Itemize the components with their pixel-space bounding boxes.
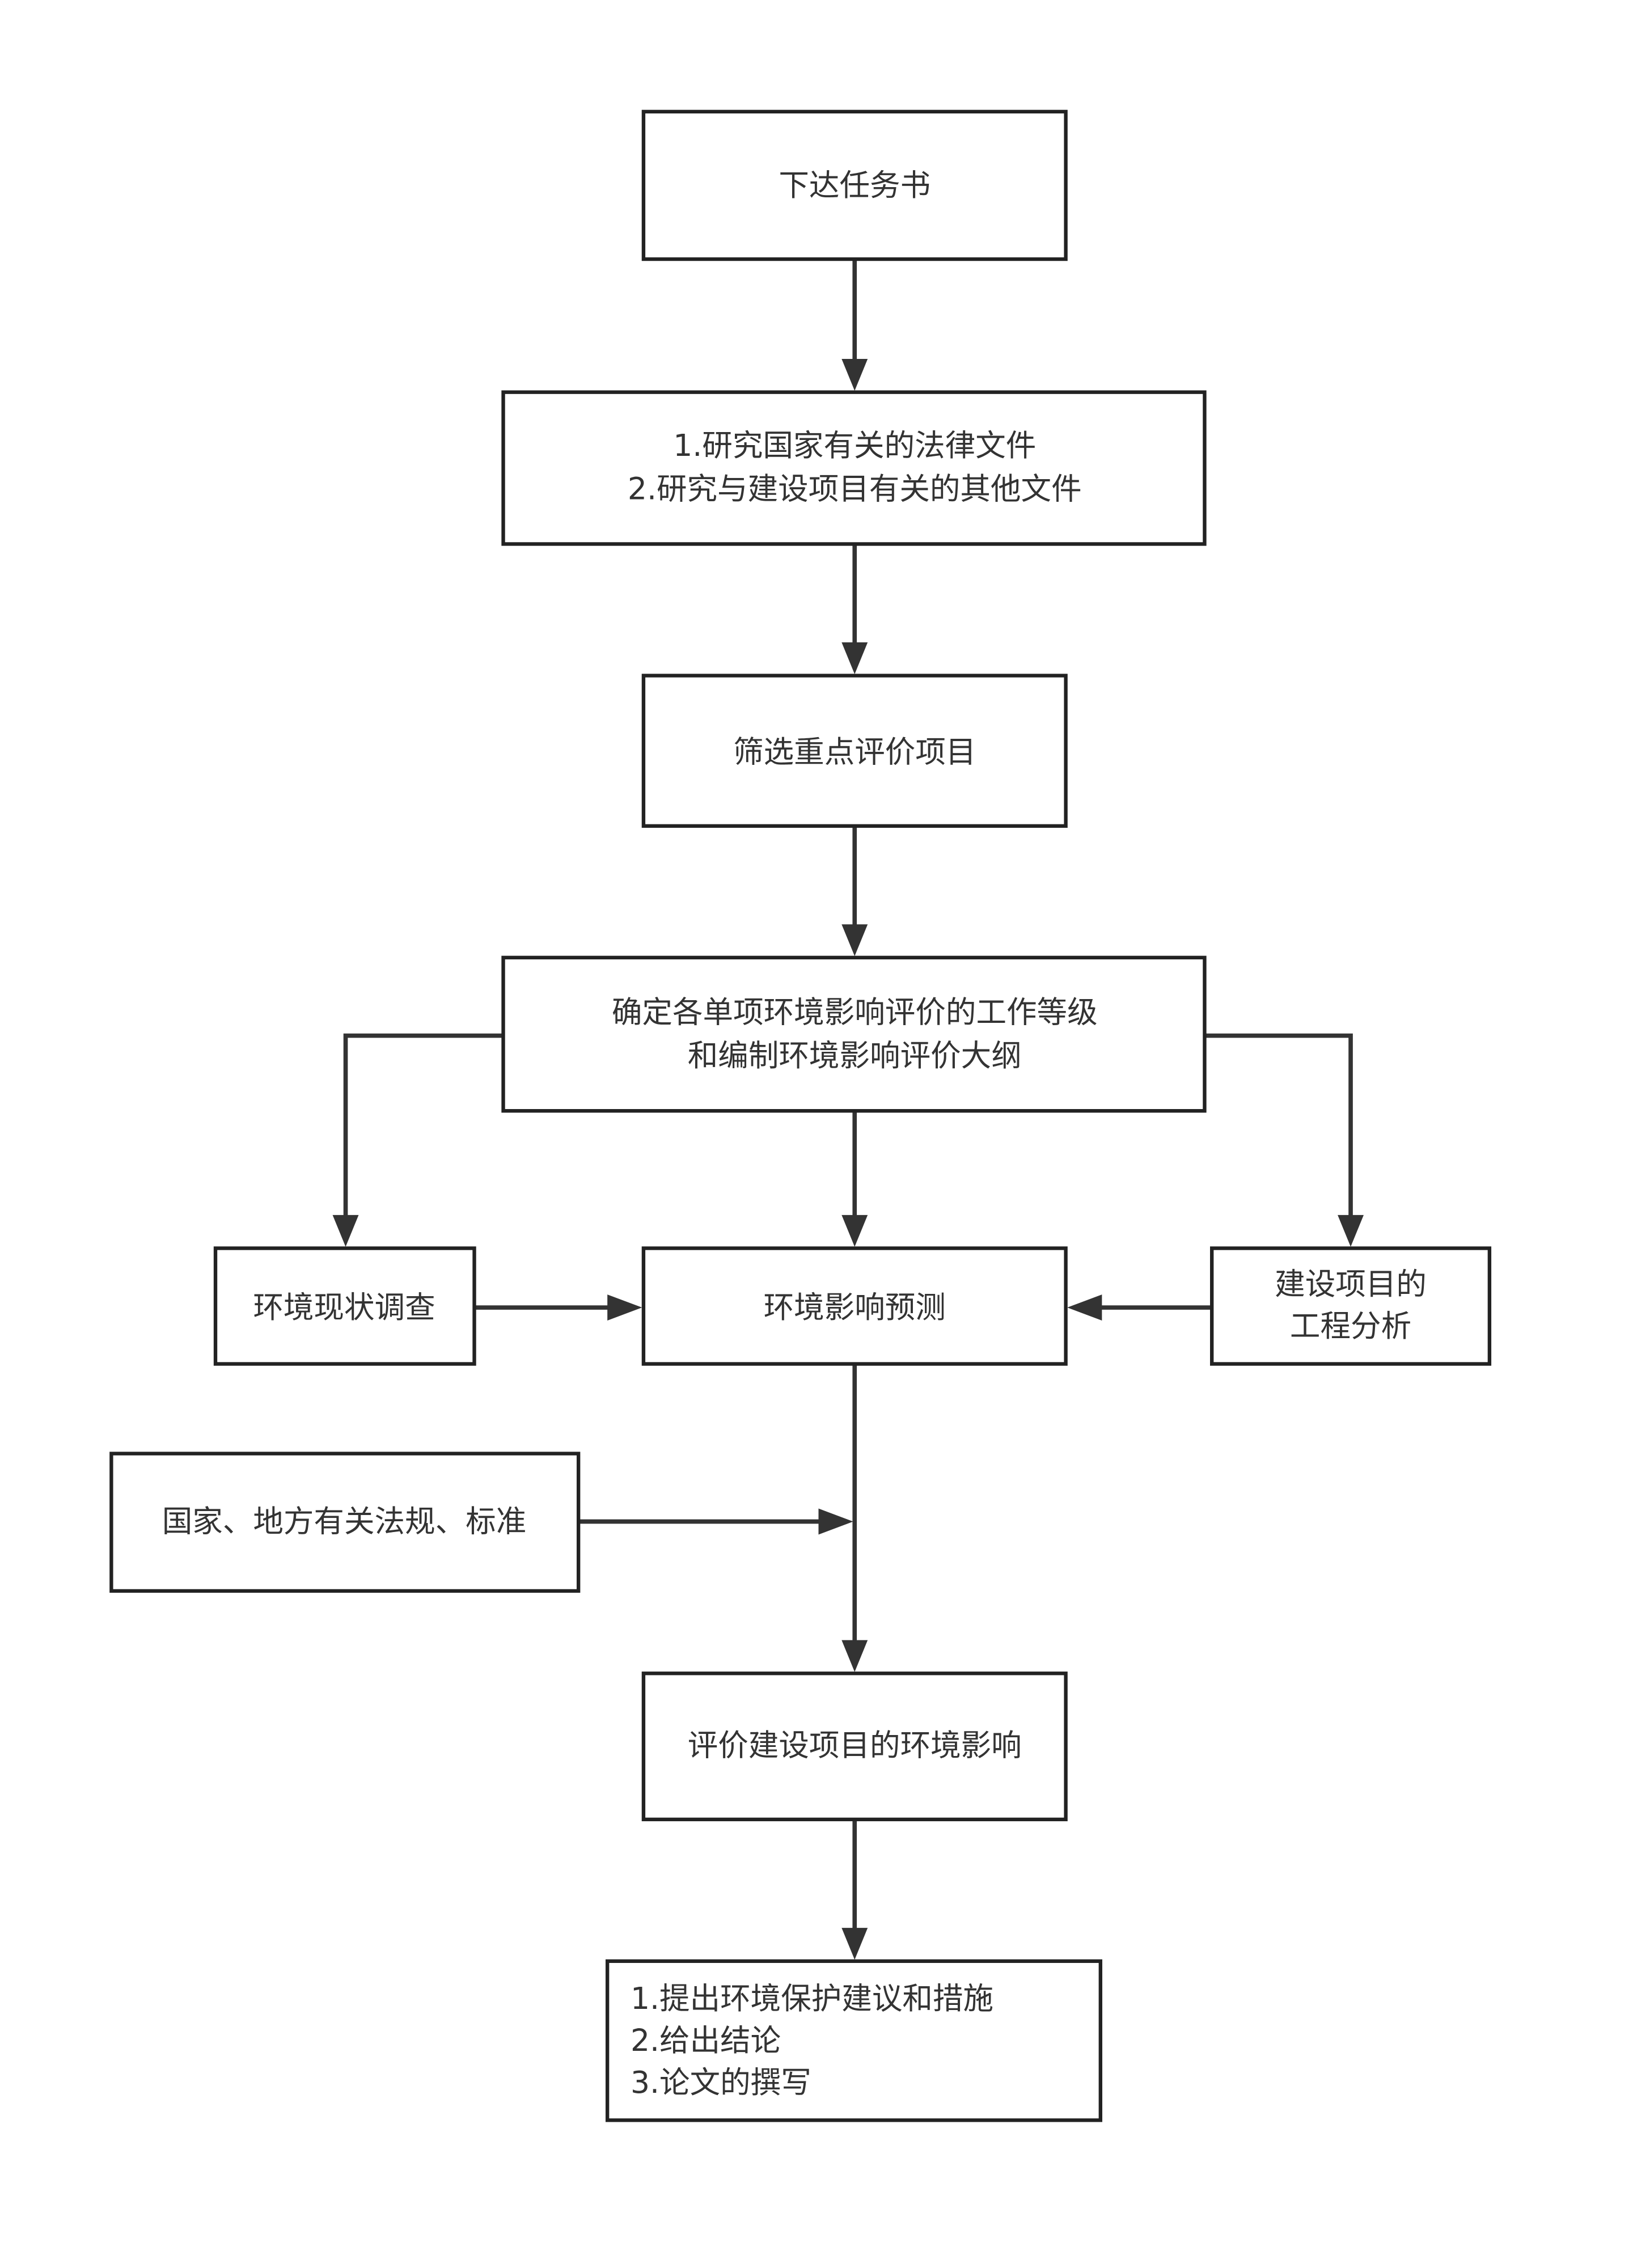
node-grade: 确定各单项环境影响评价的工作等级 和编制环境影响评价大纲 [501, 955, 1207, 1113]
node-evaluate: 评价建设项目的环境影响 [641, 1672, 1068, 1822]
node-label: 建设项目的 [1275, 1266, 1427, 1302]
node-label: 和编制环境影响评价大纲 [688, 1038, 1022, 1073]
node-label: 环境影响预测 [764, 1289, 946, 1325]
arrowhead [841, 1640, 868, 1672]
node-label: 1.提出环境保护建议和措施 [631, 1981, 993, 2016]
node-label: 2.研究与建设项目有关的其他文件 [628, 471, 1082, 506]
node-screen: 筛选重点评价项目 [641, 674, 1068, 828]
node-analysis: 建设项目的 工程分析 [1210, 1246, 1492, 1366]
arrowhead [332, 1215, 359, 1247]
arrowhead [841, 1215, 868, 1247]
node-label: 下达任务书 [779, 167, 930, 203]
connectors [332, 259, 1364, 1960]
arrowhead [841, 642, 868, 674]
node-label: 国家、地方有关法规、标准 [162, 1503, 527, 1539]
node-label: 环境现状调查 [253, 1289, 435, 1325]
arrowhead [1067, 1294, 1102, 1321]
node-task: 下达任务书 [641, 109, 1068, 261]
arrowhead [841, 924, 868, 957]
arrowhead [607, 1294, 642, 1321]
arrowhead [1338, 1215, 1364, 1247]
arrow-grade-to-survey [343, 1033, 504, 1222]
arrowhead [841, 359, 868, 391]
node-label: 确定各单项环境影响评价的工作等级 [612, 995, 1098, 1030]
node-label: 筛选重点评价项目 [733, 734, 976, 770]
node-label: 评价建设项目的环境影响 [688, 1728, 1022, 1763]
node-research: 1.研究国家有关的法律文件 2.研究与建设项目有关的其他文件 [501, 390, 1207, 546]
node-label: 3.论文的撰写 [631, 2064, 811, 2100]
node-predict: 环境影响预测 [641, 1246, 1068, 1366]
arrow-grade-to-analysis [1204, 1033, 1353, 1222]
arrowhead [841, 1928, 868, 1960]
node-label: 2.给出结论 [631, 2022, 781, 2058]
node-label: 1.研究国家有关的法律文件 [673, 428, 1036, 463]
node-survey: 环境现状调查 [213, 1246, 476, 1366]
node-label: 工程分析 [1290, 1308, 1411, 1344]
node-standards: 国家、地方有关法规、标准 [109, 1452, 581, 1593]
node-conclusion: 1.提出环境保护建议和措施 2.给出结论 3.论文的撰写 [605, 1959, 1103, 2122]
arrowhead [818, 1508, 853, 1535]
